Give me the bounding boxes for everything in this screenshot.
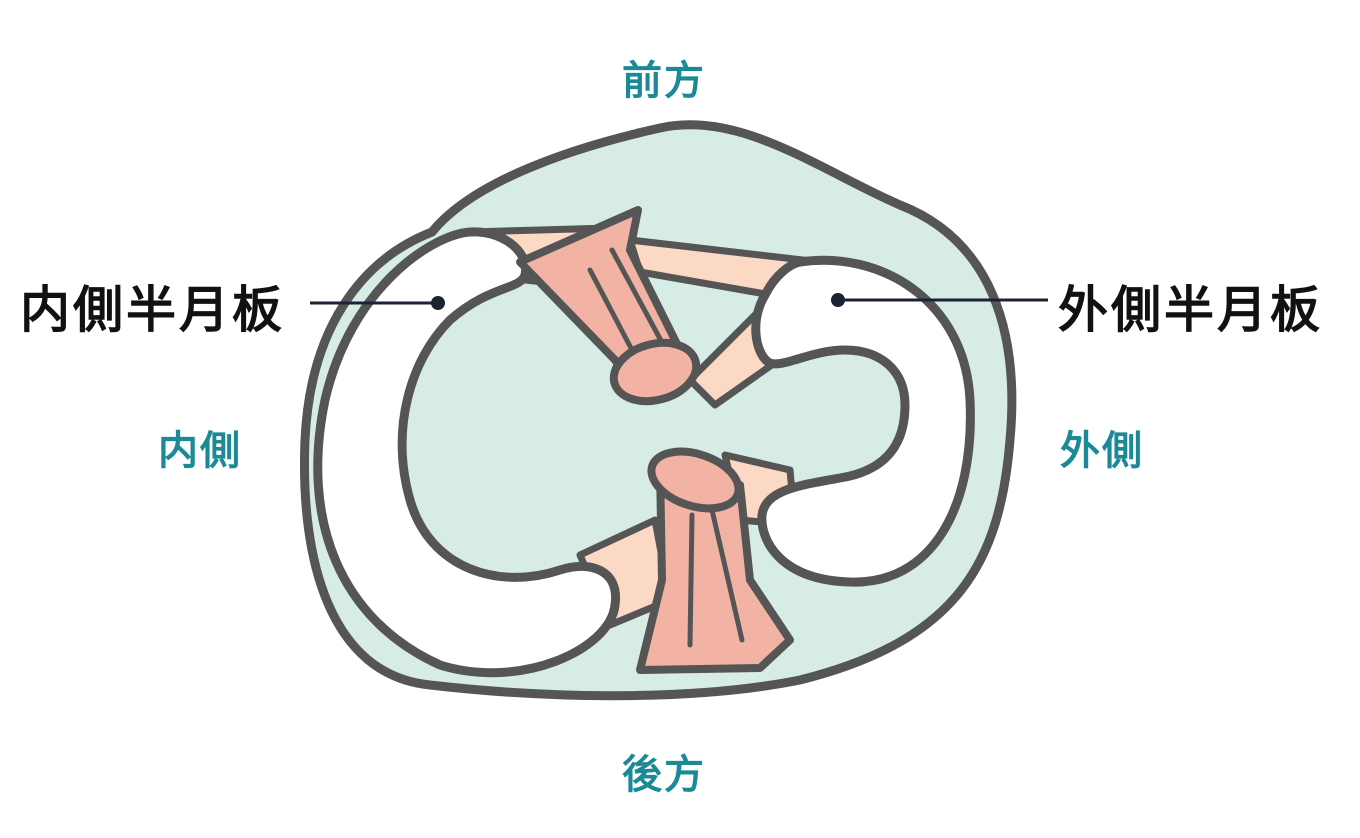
acl-fiber-2 (609, 247, 668, 351)
posterior-label: 後方 (622, 752, 706, 798)
pcl-cross-section (647, 447, 743, 513)
medial-meniscus-label: 内側半月板 (20, 281, 285, 339)
medial-label: 内側 (158, 428, 242, 474)
acl-cross-section (609, 338, 701, 406)
medial-meniscus-shape (313, 227, 620, 678)
medial-meniscus-pointer-dot (431, 296, 445, 310)
lateral-meniscus-label: 外側半月板 (1058, 281, 1323, 339)
lateral-meniscus-shape (751, 255, 975, 587)
lateral-label: 外側 (1060, 428, 1144, 474)
pcl-fiber-1 (687, 512, 695, 648)
posterior-cruciate-ligament (636, 464, 794, 674)
pcl-fiber-2 (709, 507, 745, 643)
anterior-label: 前方 (622, 58, 706, 104)
acl-fiber-1 (587, 267, 635, 353)
lateral-meniscus-pointer-dot (831, 293, 845, 307)
